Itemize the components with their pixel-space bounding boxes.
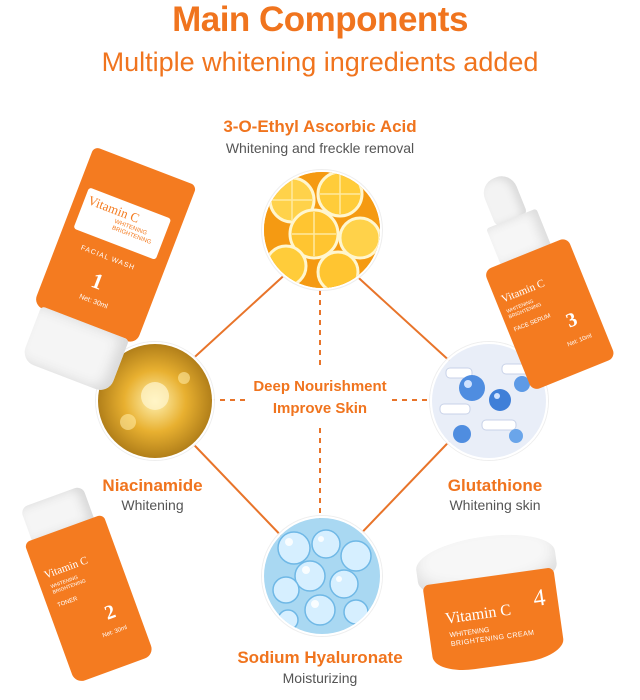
hyaluronate-image [262,516,382,636]
toner-bottle [24,514,155,684]
ingredient-left-name: Niacinamide [102,476,203,495]
center-line-1: Deep Nourishment [253,378,387,395]
ingredient-bottom-name: Sodium Hyaluronate [237,648,403,667]
ingredient-top-desc: Whitening and freckle removal [225,140,415,156]
ingredient-left-desc: Whitening [121,497,184,513]
connector-top-right [349,269,466,376]
product-cream-jar: Vitamin C 4 WHITENING BRIGHTENING CREAM [409,526,577,686]
center-line-2: Improve Skin [272,400,368,417]
center-caption: Deep Nourishment Improve Skin [230,376,410,420]
ingredient-top-name: 3-O-Ethyl Ascorbic Acid [223,117,417,136]
ingredient-bottom-desc: Moisturizing [282,670,358,686]
page-subtitle: Multiple whitening ingredients added [101,47,539,77]
ingredient-right-name: Glutathione [447,476,543,495]
orange-slices-image [262,170,382,290]
page-title: Main Components [172,0,468,39]
ingredient-right-desc: Whitening skin [449,497,541,513]
connector-right-bottom [349,424,466,546]
